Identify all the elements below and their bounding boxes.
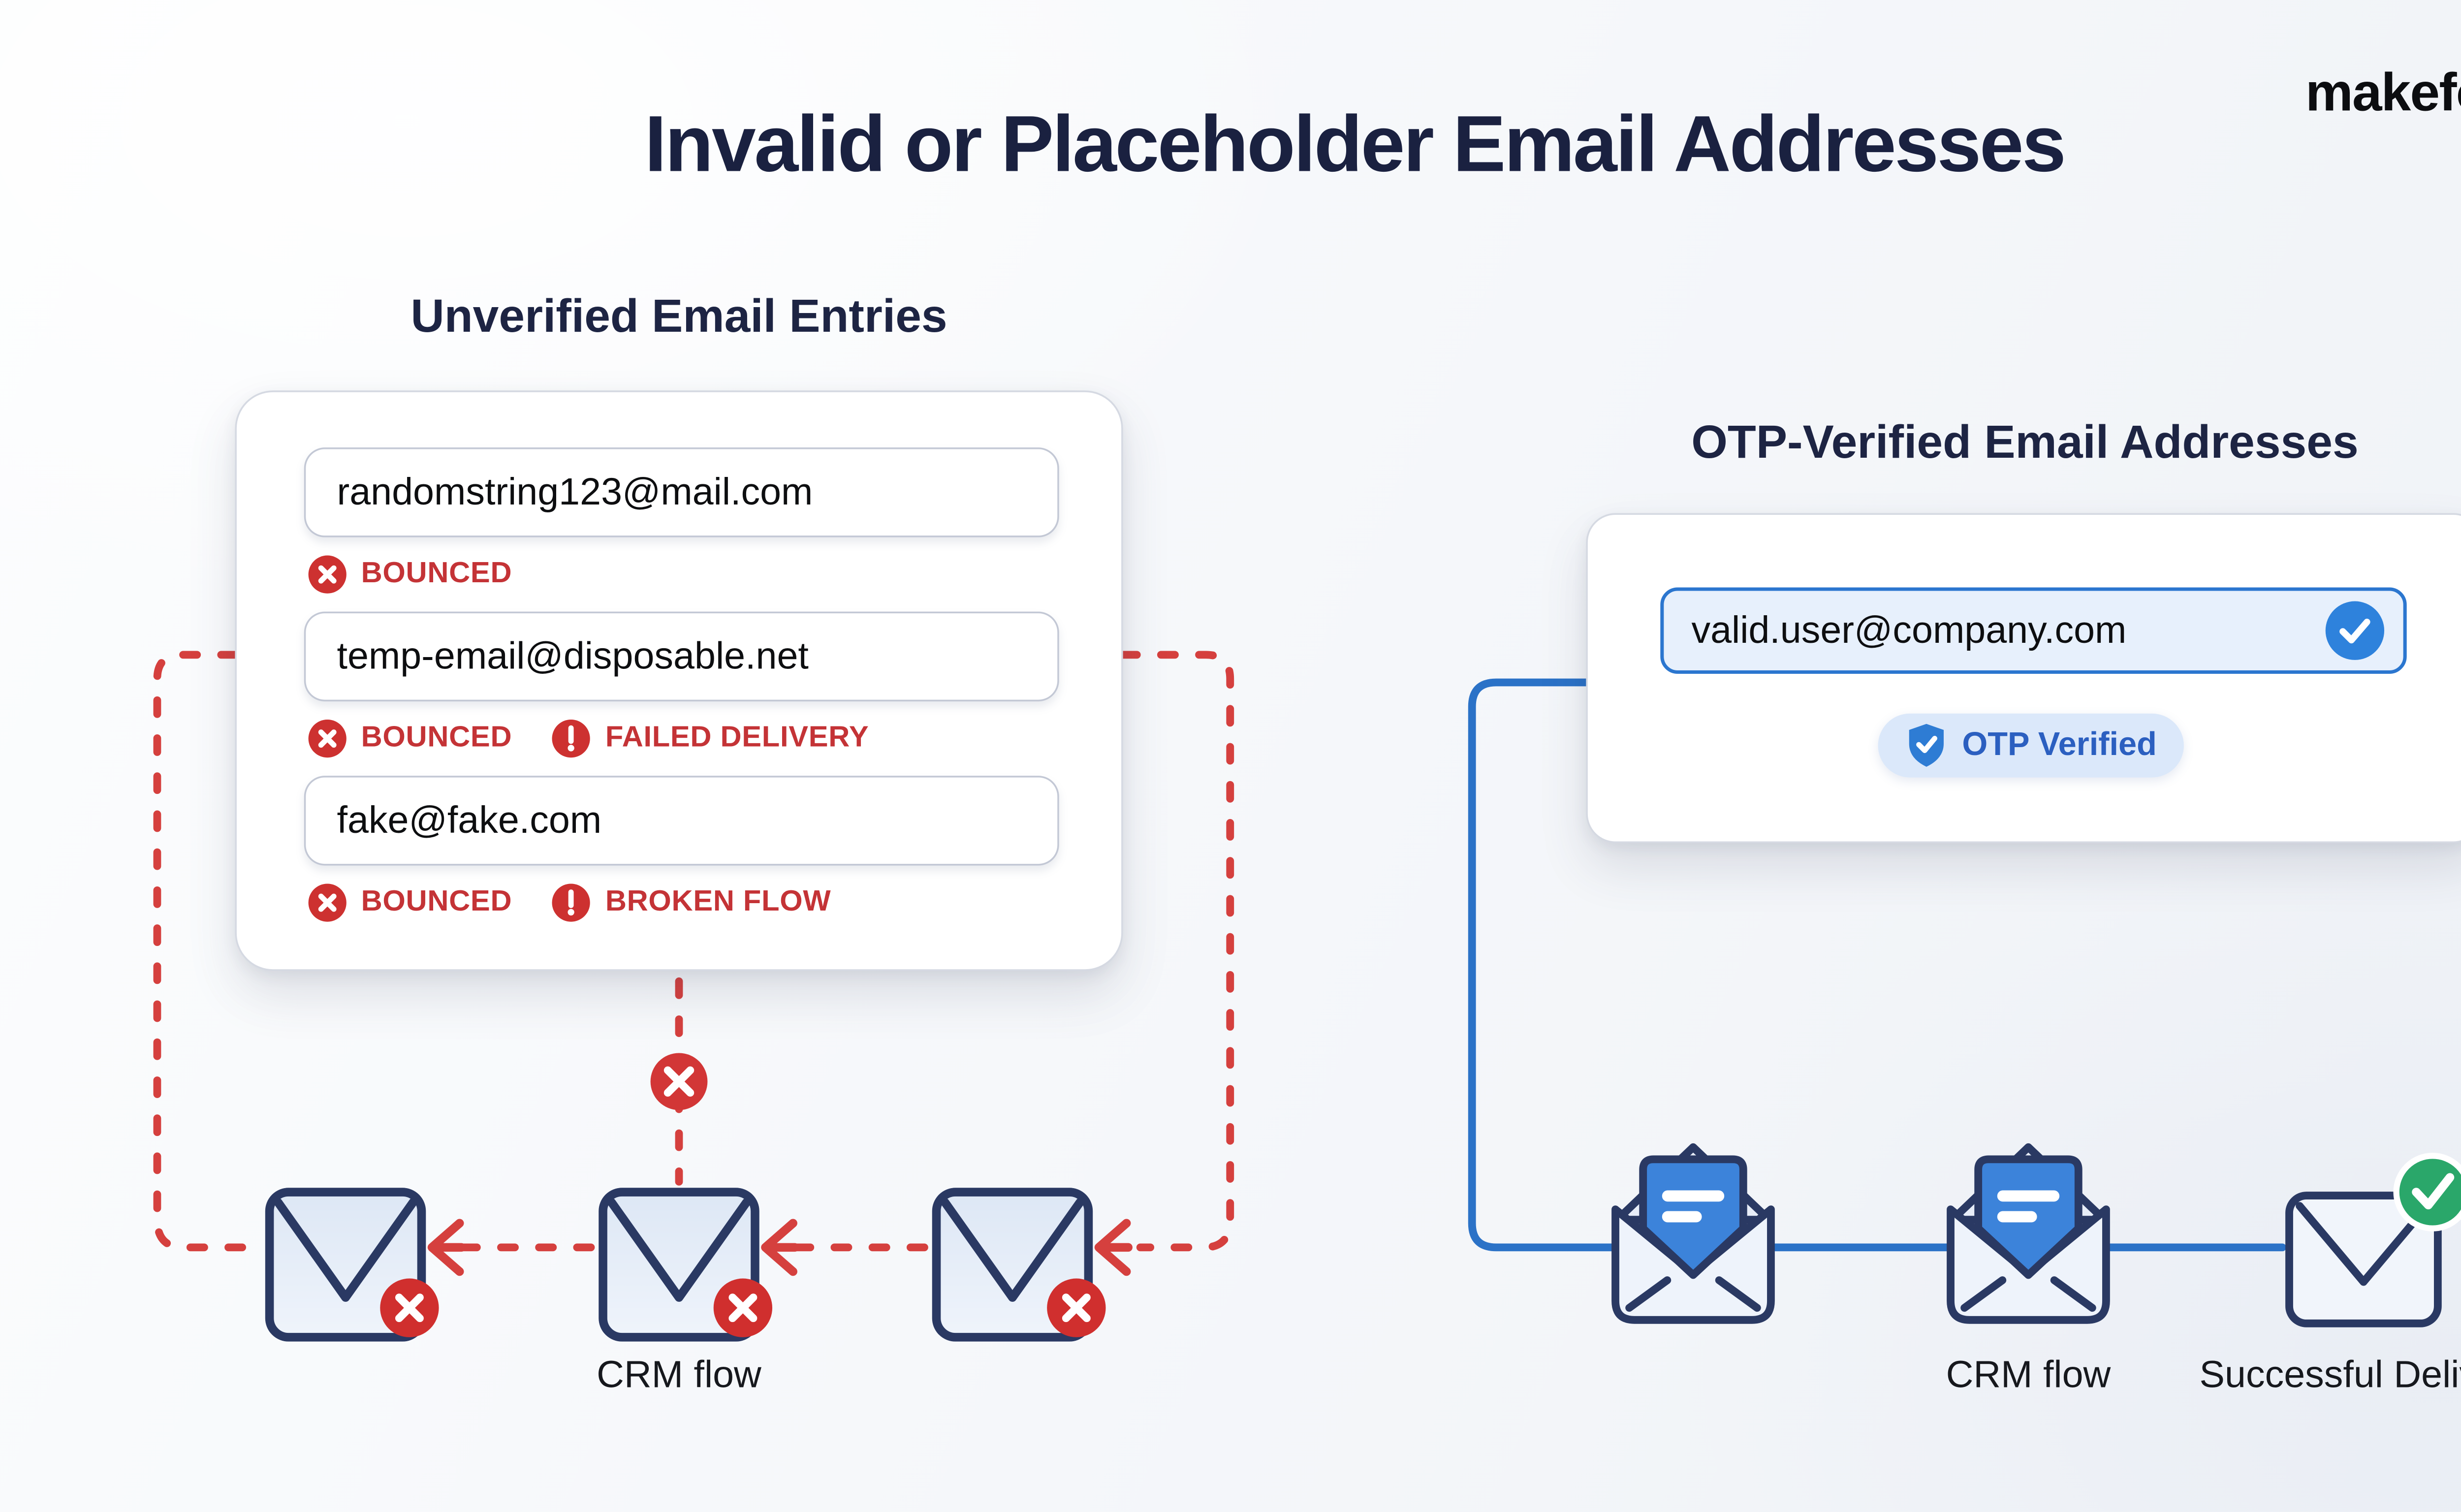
email-value: valid.user@company.com	[1691, 608, 2127, 652]
email-input-3[interactable]: fake@fake.com	[304, 776, 1059, 866]
status-badge-row: BOUNCED BROKEN FLOW	[308, 881, 831, 922]
brand-logo: makeforms.io	[2305, 62, 2461, 124]
status-badge-label: BOUNCED	[361, 720, 512, 754]
verified-section-heading: OTP-Verified Email Addresses	[1691, 416, 2359, 469]
otp-verified-badge: OTP Verified	[1878, 713, 2184, 778]
error-x-icon	[308, 554, 347, 593]
status-badge-row: BOUNCED FAILED DELIVERY	[308, 717, 869, 758]
status-badge-label: FAILED DELIVERY	[605, 720, 869, 754]
blocked-x-icon	[650, 1053, 708, 1110]
bounced-envelope-icon	[265, 1188, 439, 1342]
status-badge-label: BROKEN FLOW	[605, 884, 831, 917]
brand-name: makeforms	[2305, 62, 2461, 123]
unverified-section-heading: Unverified Email Entries	[410, 290, 947, 343]
verified-card: valid.user@company.com OTP Verified	[1586, 513, 2461, 843]
bounced-envelope-icon	[599, 1188, 773, 1342]
status-badge-label: BOUNCED	[361, 556, 512, 589]
email-input-2[interactable]: temp-email@disposable.net	[304, 611, 1059, 702]
crm-open-envelope-icon	[1611, 1143, 1775, 1324]
email-value: randomstring123@mail.com	[337, 470, 813, 513]
error-x-icon	[308, 882, 347, 921]
left-arrow-icon	[427, 1219, 1133, 1276]
check-circle-icon	[2325, 601, 2385, 660]
verified-email-input[interactable]: valid.user@company.com	[1660, 587, 2407, 674]
unverified-card: randomstring123@mail.com BOUNCED temp-em…	[235, 390, 1123, 971]
email-input-1[interactable]: randomstring123@mail.com	[304, 447, 1059, 537]
crm-flow-label-left: CRM flow	[597, 1353, 761, 1396]
shield-check-icon	[1908, 724, 1943, 767]
crm-flow-label-right: CRM flow	[1946, 1353, 2111, 1396]
error-exclamation-icon	[552, 719, 591, 757]
status-badge-bounced: BOUNCED	[308, 554, 512, 594]
bounced-envelope-icon	[932, 1188, 1106, 1342]
email-value: temp-email@disposable.net	[337, 634, 809, 677]
otp-verified-label: OTP Verified	[1962, 726, 2157, 763]
status-badge-failed-delivery: FAILED DELIVERY	[552, 718, 869, 757]
email-value: fake@fake.com	[337, 798, 602, 842]
error-x-icon	[308, 719, 347, 757]
page-title: Invalid or Placeholder Email Addresses	[644, 98, 2066, 189]
success-check-badge	[2393, 1153, 2461, 1231]
verified-flow-path	[1468, 678, 2286, 1252]
delivered-envelope-icon	[2285, 1153, 2461, 1327]
status-badge-bounced: BOUNCED	[308, 882, 512, 922]
error-exclamation-icon	[552, 882, 591, 921]
failed-flow-dashed-path	[153, 651, 1234, 1252]
crm-open-envelope-icon	[1947, 1143, 2110, 1324]
status-badge-bounced: BOUNCED	[308, 718, 512, 757]
status-badge-label: BOUNCED	[361, 884, 512, 917]
successful-delivery-label: Successful Delivery	[2199, 1353, 2461, 1396]
status-badge-row: BOUNCED	[308, 553, 512, 594]
status-badge-broken-flow: BROKEN FLOW	[552, 882, 831, 922]
